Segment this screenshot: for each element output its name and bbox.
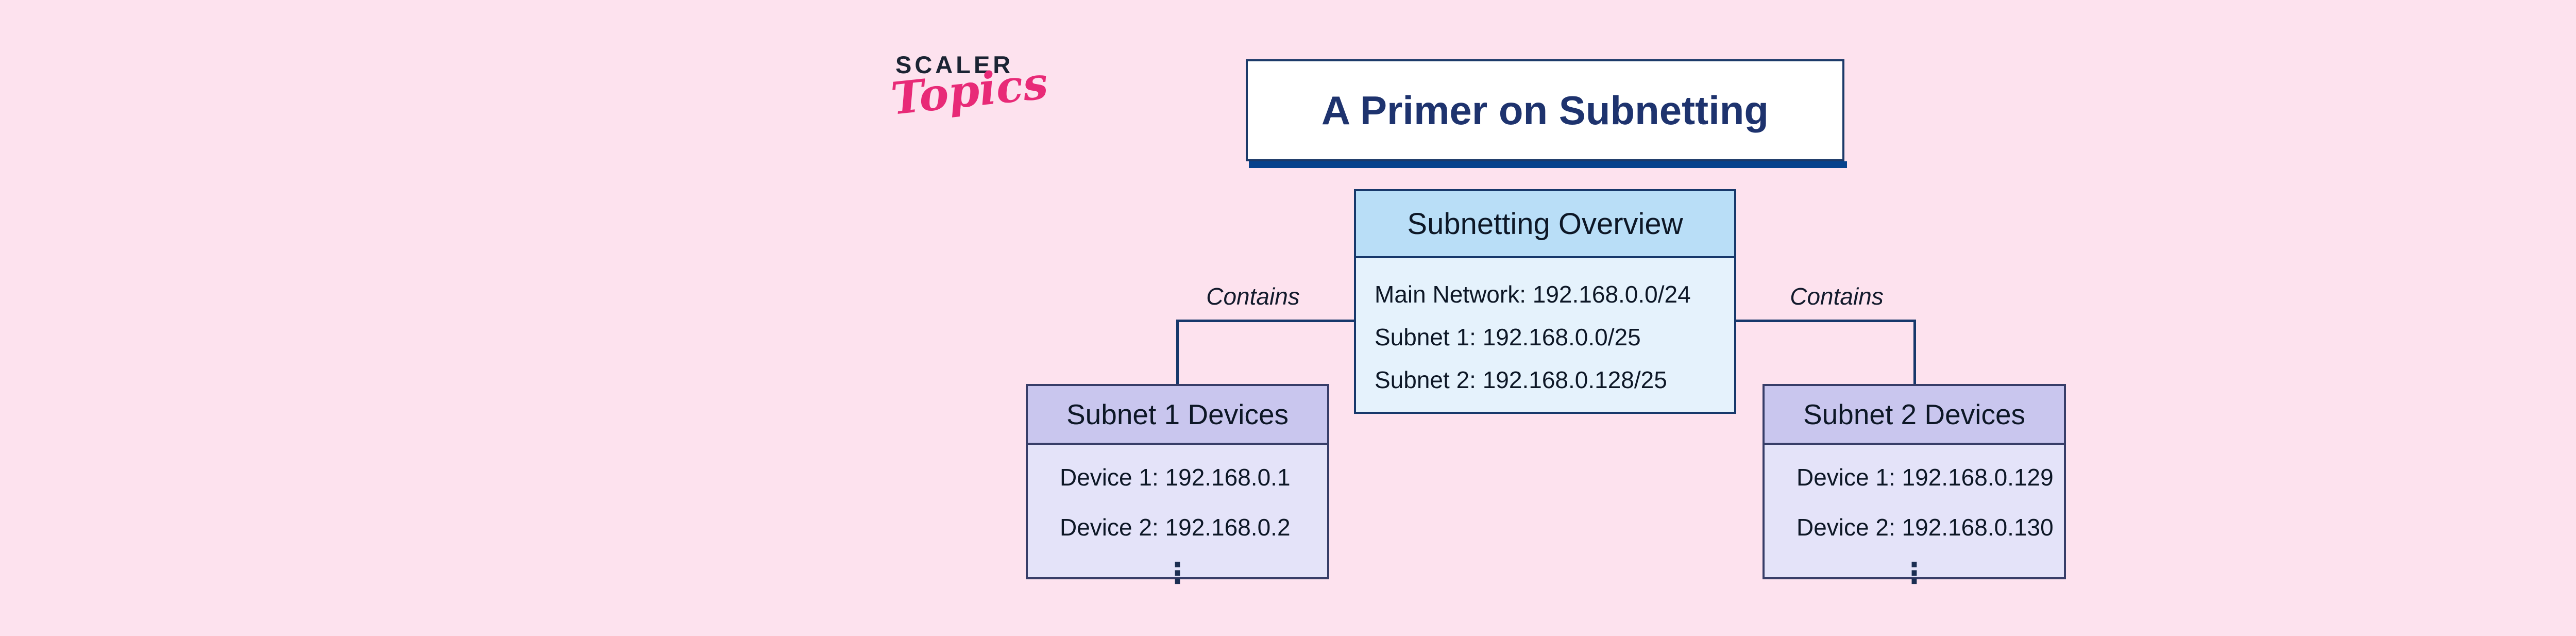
subnet2-device1-line: Device 1: 192.168.0.129 — [1797, 464, 2054, 491]
scaler-topics-logo: SCALER Topics — [889, 51, 1050, 154]
title-box-underline — [1249, 161, 1847, 168]
overview-node-body: Main Network: 192.168.0.0/24 Subnet 1: 1… — [1356, 258, 1734, 412]
node-subnetting-overview: Subnetting Overview Main Network: 192.16… — [1354, 189, 1736, 414]
overview-subnet1-line: Subnet 1: 192.168.0.0/25 — [1375, 324, 1641, 350]
connector-right-vertical — [1913, 320, 1916, 386]
node-subnet2-devices: Subnet 2 Devices Device 1: 192.168.0.129… — [1762, 384, 2066, 589]
logo-scaler-text: SCALER — [895, 51, 1014, 78]
subnet2-device2-line: Device 2: 192.168.0.130 — [1797, 514, 2054, 541]
connector-left-horizontal — [1176, 320, 1355, 322]
connector-left-vertical — [1176, 320, 1179, 386]
connector-right-horizontal — [1735, 320, 1916, 322]
subnet1-node-body: Device 1: 192.168.0.1 Device 2: 192.168.… — [1028, 445, 1327, 589]
edge-label-contains-left: Contains — [1206, 283, 1300, 310]
subnet1-node-header: Subnet 1 Devices — [1028, 386, 1327, 445]
overview-node-header: Subnetting Overview — [1356, 191, 1734, 258]
edge-label-contains-right: Contains — [1790, 283, 1884, 310]
subnet2-more-devices-ellipsis: ⋮ — [1900, 557, 1929, 590]
subnet1-more-devices-ellipsis: ⋮ — [1163, 557, 1192, 590]
overview-main-network-line: Main Network: 192.168.0.0/24 — [1375, 281, 1691, 308]
title-box: A Primer on Subnetting — [1246, 59, 1844, 161]
subnet1-device2-line: Device 2: 192.168.0.2 — [1060, 514, 1291, 541]
subnet2-node-header: Subnet 2 Devices — [1765, 386, 2064, 445]
page-title: A Primer on Subnetting — [1321, 87, 1769, 133]
subnet1-device1-line: Device 1: 192.168.0.1 — [1060, 464, 1291, 491]
subnet2-node-body: Device 1: 192.168.0.129 Device 2: 192.16… — [1765, 445, 2064, 589]
overview-subnet2-line: Subnet 2: 192.168.0.128/25 — [1375, 366, 1667, 393]
node-subnet1-devices: Subnet 1 Devices Device 1: 192.168.0.1 D… — [1026, 384, 1329, 589]
